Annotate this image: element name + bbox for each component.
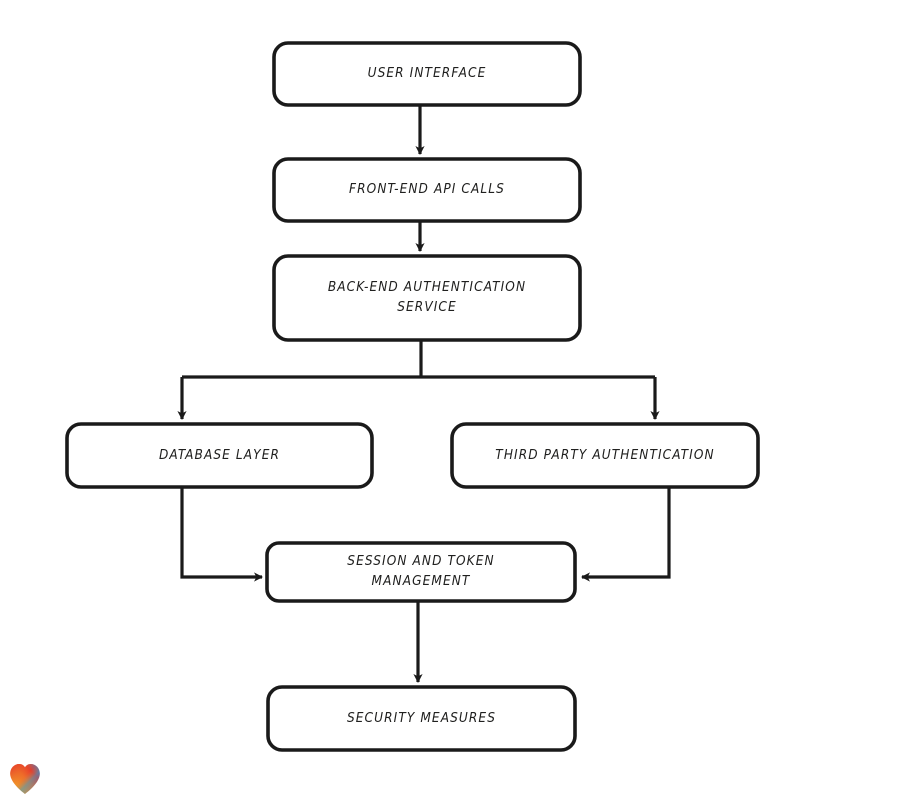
node-front-end-api-calls[interactable]	[272, 157, 582, 223]
edge-thirdparty-to-session	[580, 487, 671, 582]
node-security-measures[interactable]	[266, 685, 577, 752]
node-session-and-token-management[interactable]	[265, 541, 577, 603]
node-database-layer[interactable]	[65, 422, 374, 489]
node-third-party-authentication[interactable]	[450, 422, 760, 489]
edge-database-to-session	[180, 487, 264, 582]
node-user-interface[interactable]	[272, 41, 582, 107]
node-back-end-authentication-service[interactable]	[272, 254, 582, 342]
heart-icon	[10, 764, 40, 794]
